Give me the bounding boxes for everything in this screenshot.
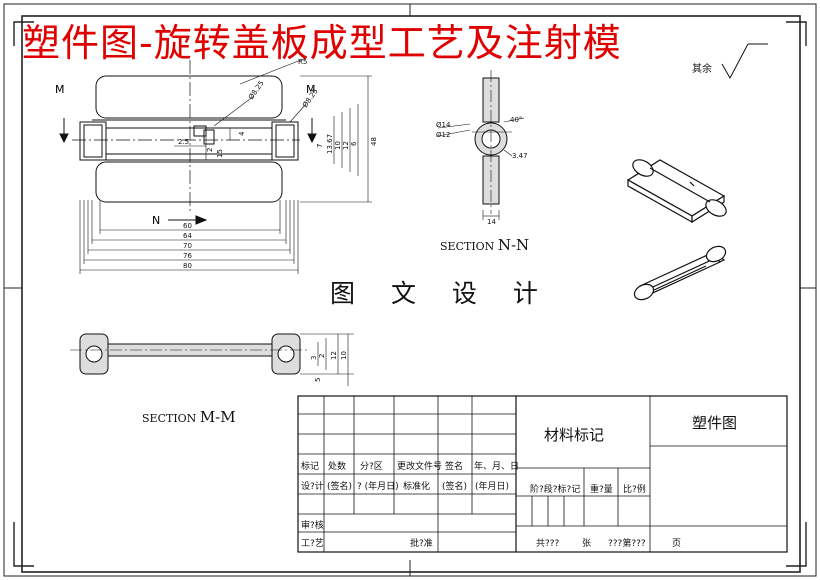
section-nn-word: SECTION [440,240,495,253]
page-word: 页 [672,539,682,549]
rev-header-docno: 更改文件号 [397,462,443,472]
section-mm-word: SECTION [142,412,197,425]
rev-header-date: 年、月、日 [474,462,520,472]
svg-text:R5: R5 [298,58,307,66]
drawing-banner-title: 塑件图-旋转盖板成型工艺及注射模 [22,21,622,65]
design-row-standard: 标准化 [403,482,431,492]
title-block [297,395,788,553]
review-label: 审?核 [301,521,324,531]
roughness-symbol [721,43,768,80]
roughness-note: 其余 [692,64,712,75]
svg-text:40°: 40° [510,116,522,124]
svg-text:13.67: 13.67 [326,134,334,154]
svg-text:2.5: 2.5 [178,138,189,146]
weight-label: 重?量 [590,485,613,495]
label-n: N [152,214,160,227]
stage-mark-label: 阶?段?标?记 [530,485,581,495]
design-row-sign: (签名) [327,482,353,492]
svg-text:14: 14 [487,218,496,226]
section-nn-caption: SECTION N-N [440,236,529,254]
svg-text:3: 3 [310,356,318,360]
top-view [59,57,372,274]
svg-text:2: 2 [318,354,326,358]
svg-text:64: 64 [183,232,192,240]
svg-text:3.47: 3.47 [512,152,528,160]
rev-header-zone: 分?区 [360,462,383,472]
svg-text:70: 70 [183,242,192,250]
rev-header-count: 处数 [328,462,347,472]
svg-text:76: 76 [183,252,192,260]
design-text: 图 文 设 计 [330,279,552,308]
inner-border [21,15,801,573]
material-mark: 材料标记 [544,426,605,444]
svg-text:15: 15 [216,149,224,158]
scale-label: 比?例 [623,485,646,495]
svg-text:Ø8.25: Ø8.25 [301,87,320,109]
rev-header-sign: 签名 [445,462,464,472]
section-mm-name: M-M [199,408,236,426]
svg-text:Ø8.25: Ø8.25 [247,79,266,101]
isometric-view-lower [633,245,727,301]
sheet-nth: ???第??? [608,539,646,549]
label-m-right: M [306,83,316,96]
svg-text:10: 10 [334,141,342,150]
label-m-left: M [55,83,65,96]
sheet-word: 张 [582,539,592,549]
section-nn-dims: Ø14 Ø12 40° 3.47 14 [436,116,528,226]
section-nn-view [437,70,525,220]
design-row-label: 设?计 [301,482,324,492]
section-nn-name: N-N [497,236,530,254]
svg-text:5: 5 [314,378,322,382]
svg-text:10: 10 [340,351,348,360]
isometric-view-upper [626,159,727,224]
svg-text:7: 7 [316,144,324,148]
process-label: 工?艺 [301,539,324,549]
svg-text:48: 48 [370,137,378,146]
drawing-name: 塑件图 [692,414,738,432]
design-row-sign2: (签名) [442,482,468,492]
svg-text:4: 4 [238,131,246,136]
svg-text:Ø12: Ø12 [436,131,450,139]
svg-text:Ø14: Ø14 [436,121,451,129]
svg-text:12: 12 [342,141,350,150]
section-mm-view [70,333,354,386]
svg-text:2: 2 [206,148,214,152]
approve-label: 批?准 [410,539,433,549]
svg-text:60: 60 [183,222,192,230]
design-row-date: ? (年月日) [357,482,399,492]
sheet-total: 共??? [536,539,560,549]
svg-text:6: 6 [350,141,358,146]
svg-text:12: 12 [330,351,338,360]
rev-header-mark: 标记 [301,462,320,472]
design-row-date2: (年月日) [475,482,510,492]
svg-text:80: 80 [183,262,192,270]
section-mm-dims: 3 2 12 10 5 [310,351,348,382]
section-mm-caption: SECTION M-M [142,408,236,426]
